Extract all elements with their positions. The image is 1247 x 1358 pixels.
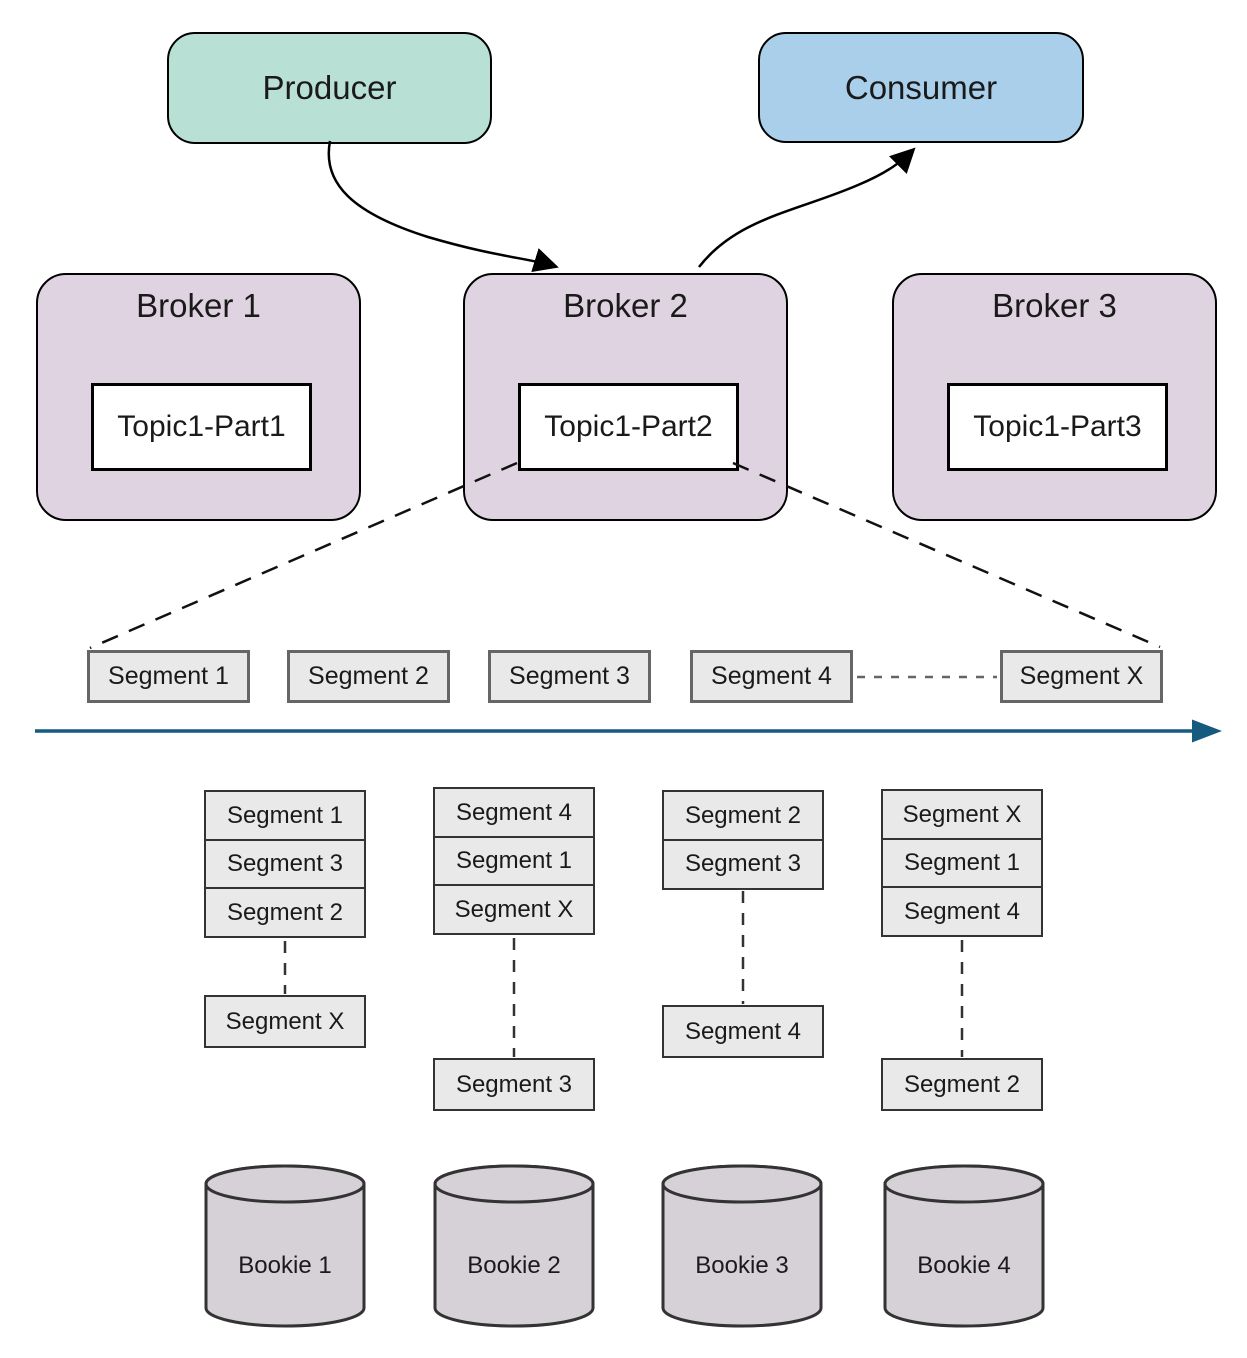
topic1-part2-label: Topic1-Part2 (544, 410, 713, 443)
stack-box: Segment 3 (204, 838, 366, 890)
bookie-3-segment-stack: Segment 2 Segment 3 (662, 790, 824, 890)
timeline-segment-4: Segment 4 (690, 650, 853, 703)
stack-box: Segment 1 (204, 790, 366, 841)
bookie-cylinder-icon (433, 1164, 595, 1328)
bookie-4-detached-segment: Segment 2 (881, 1058, 1043, 1111)
bookie-1-segment-stack: Segment 1 Segment 3 Segment 2 (204, 790, 366, 938)
bookie-4-label: Bookie 4 (917, 1252, 1011, 1279)
consumer-label: Consumer (844, 68, 998, 106)
bookie-3-node: Bookie 3 (660, 1162, 824, 1330)
bookie-3-detached-segment: Segment 4 (662, 1005, 824, 1058)
stack-box: Segment 4 (433, 787, 595, 838)
bookie-2-label: Bookie 2 (467, 1252, 561, 1279)
stack-box: Segment 1 (433, 835, 595, 887)
broker-3-node: Broker 3 Topic1-Part3 (892, 273, 1217, 521)
bookie-4-node: Bookie 4 (882, 1162, 1046, 1330)
bookie-2-detached-segment: Segment 3 (433, 1058, 595, 1111)
broker-2-title: Broker 2 (563, 287, 688, 324)
broker-2-node: Broker 2 Topic1-Part2 (463, 273, 788, 521)
stack-box: Segment X (433, 884, 595, 935)
bookie-2-node: Bookie 2 (432, 1162, 596, 1330)
stack-box: Segment 3 (662, 838, 824, 890)
topic1-part3-box: Topic1-Part3 (947, 383, 1168, 471)
bookie-4-segment-stack: Segment X Segment 1 Segment 4 (881, 789, 1043, 937)
timeline-segment-2: Segment 2 (287, 650, 450, 703)
bookie-cylinder-icon (204, 1164, 366, 1328)
bookie-3-label: Bookie 3 (695, 1252, 789, 1279)
timeline-arrowhead-icon (1192, 719, 1222, 743)
broker-3-title: Broker 3 (992, 287, 1117, 324)
stack-box: Segment 1 (881, 837, 1043, 889)
topic1-part2-box: Topic1-Part2 (518, 383, 739, 471)
stack-box: Segment 2 (204, 887, 366, 938)
bookie-1-label: Bookie 1 (238, 1252, 332, 1279)
consumer-node: Consumer (758, 32, 1084, 143)
producer-node: Producer (167, 32, 492, 144)
bookie-cylinder-icon (661, 1164, 823, 1328)
broker-1-title: Broker 1 (136, 287, 261, 324)
stack-box: Segment 4 (881, 886, 1043, 937)
producer-to-broker2-arrow (327, 140, 559, 273)
timeline-segment-1: Segment 1 (87, 650, 250, 703)
timeline-segment-x: Segment X (1000, 650, 1163, 703)
bookie-1-detached-segment: Segment X (204, 995, 366, 1048)
broker-1-node: Broker 1 Topic1-Part1 (36, 273, 361, 521)
broker2-to-consumer-arrow (698, 147, 916, 268)
timeline-segment-3: Segment 3 (488, 650, 651, 703)
stack-box: Segment X (881, 789, 1043, 840)
topic1-part1-label: Topic1-Part1 (117, 410, 286, 443)
topic1-part3-label: Topic1-Part3 (973, 410, 1142, 443)
stack-box: Segment 2 (662, 790, 824, 841)
bookie-cylinder-icon (883, 1164, 1045, 1328)
bookie-1-node: Bookie 1 (203, 1162, 367, 1330)
topic1-part1-box: Topic1-Part1 (91, 383, 312, 471)
producer-label: Producer (262, 69, 397, 106)
bookie-2-segment-stack: Segment 4 Segment 1 Segment X (433, 787, 595, 935)
